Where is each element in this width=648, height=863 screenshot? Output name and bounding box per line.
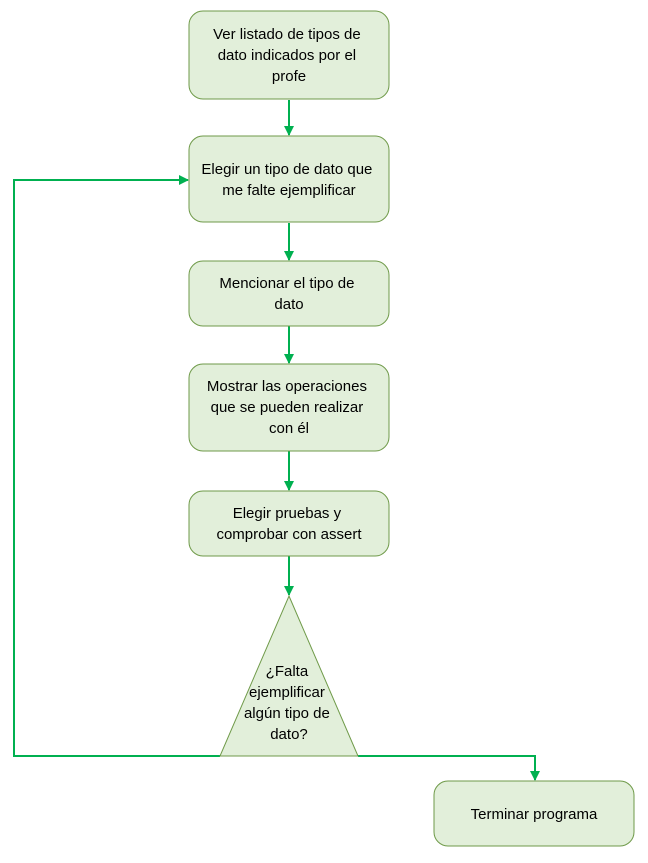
- node-step-1: Ver listado de tipos de dato indicados p…: [188, 10, 390, 100]
- node-end: Terminar programa: [433, 780, 635, 847]
- end-line-1: Terminar programa: [471, 806, 598, 823]
- edge-decision-loop-back: [13, 175, 220, 757]
- step-4-line-1: Mostrar las operaciones: [207, 378, 367, 395]
- step-2-line-1: Elegir un tipo de dato que: [201, 161, 372, 178]
- svg-text:Elegir pruebas y comprob: Elegir pruebas y comprobar con assert: [216, 505, 362, 543]
- svg-text:Elegir un tipo de dato que: Elegir un tipo de dato que me falte ejem…: [201, 161, 376, 199]
- step-4-line-2: que se pueden realizar: [211, 399, 364, 416]
- svg-text:Terminar programa: Terminar programa: [471, 806, 598, 823]
- decision-line-3: algún tipo de: [244, 705, 330, 722]
- step-3-line-1: Mencionar el tipo de: [219, 275, 354, 292]
- step-1-line-3: profe: [272, 68, 306, 85]
- step-3-line-2: dato: [274, 296, 303, 313]
- node-step-5: Elegir pruebas y comprobar con assert: [188, 490, 390, 557]
- svg-text:Mostrar las operaciones: Mostrar las operaciones que se pueden re…: [207, 378, 371, 437]
- node-step-4: Mostrar las operaciones que se pueden re…: [188, 363, 390, 452]
- node-step-3: Mencionar el tipo de dato: [188, 260, 390, 327]
- edge-decision-to-end: [358, 755, 540, 781]
- decision-line-1: ¿Falta: [266, 663, 309, 680]
- step-1-line-1: Ver listado de tipos de: [213, 26, 361, 43]
- step-1-line-2: dato indicados por el: [218, 47, 356, 64]
- svg-text:Ver listado de tipos de: Ver listado de tipos de dato indicados p…: [213, 26, 365, 85]
- step-5-line-2: comprobar con assert: [216, 526, 362, 543]
- svg-text:¿Falta ejemplificar: ¿Falta ejemplificar algún tipo de dato?: [244, 663, 334, 743]
- connectors: [13, 100, 540, 781]
- decision-line-2: ejemplificar: [249, 684, 325, 701]
- svg-text:Mencionar el tipo de dat: Mencionar el tipo de dato: [219, 275, 358, 313]
- step-2-line-2: me falte ejemplificar: [222, 182, 355, 199]
- decision-line-4: dato?: [270, 726, 308, 743]
- step-4-line-3: con él: [269, 420, 309, 437]
- node-decision: ¿Falta ejemplificar algún tipo de dato?: [219, 594, 359, 757]
- node-step-2: Elegir un tipo de dato que me falte ejem…: [188, 135, 390, 223]
- step-5-line-1: Elegir pruebas y: [233, 505, 342, 522]
